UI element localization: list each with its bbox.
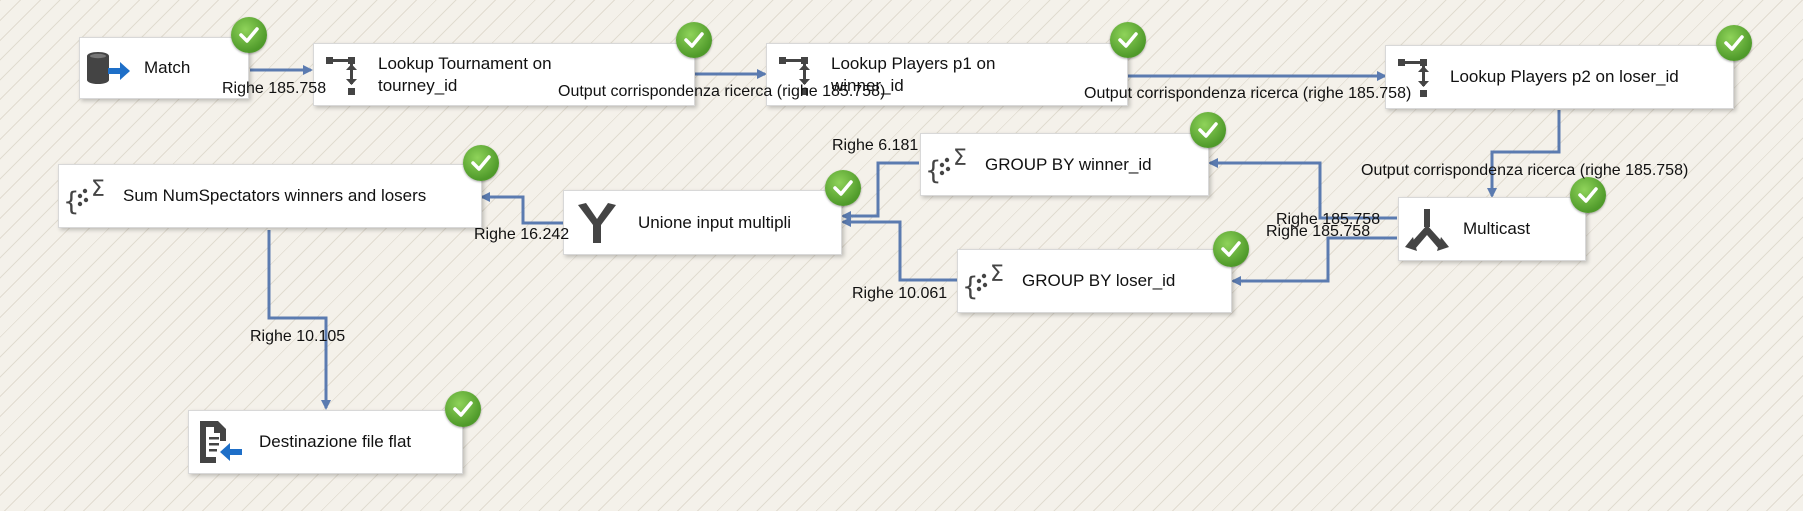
connector-union-to-sum [480, 192, 563, 225]
svg-text:Σ: Σ [91, 177, 105, 202]
success-check-icon [676, 22, 712, 58]
svg-text:Σ: Σ [990, 262, 1004, 287]
component-label: Lookup Tournament on tourney_id [378, 53, 552, 95]
component-sum-spectators[interactable]: { Σ Sum NumSpectators winners and losers [58, 164, 482, 228]
flat-file-destination-icon [189, 411, 251, 473]
lookup-icon [767, 44, 823, 105]
svg-text:{: { [925, 156, 942, 186]
success-check-icon [1570, 177, 1606, 213]
component-label: Match [144, 58, 191, 77]
component-lookup-p2[interactable]: Lookup Players p2 on loser_id [1385, 45, 1734, 109]
connector-label: Output corrispondenza ricerca (righe 185… [558, 83, 886, 100]
component-label: Unione input multipli [638, 212, 792, 232]
component-label: Destinazione file flat [259, 432, 412, 451]
lookup-icon [1386, 46, 1442, 108]
connector-label: Righe 16.242 [474, 226, 570, 243]
aggregate-icon: { Σ [921, 134, 977, 195]
component-flat-file-destination[interactable]: Destinazione file flat [188, 410, 463, 474]
success-check-icon [1190, 112, 1226, 148]
connector-label: Righe 185.758 [1276, 211, 1381, 228]
success-check-icon [231, 17, 267, 53]
connector-label: Righe 185.758 [1266, 223, 1371, 240]
connector-label: Output corrispondenza ricerca (righe 185… [1361, 162, 1689, 179]
component-lookup-tournament[interactable]: Lookup Tournament on tourney_id [313, 43, 695, 106]
connector-group-loser-to-union [841, 217, 957, 282]
component-group-by-winner[interactable]: { Σ GROUP BY winner_id [920, 133, 1209, 196]
connector-label: Righe 10.061 [852, 285, 948, 302]
component-lookup-p1[interactable]: Lookup Players p1 on winner_id [766, 43, 1128, 106]
component-label: Lookup Players p2 on loser_id [1450, 67, 1679, 86]
connector-label: Righe 6.181 [832, 137, 919, 154]
connector-multicast-to-group-loser [1231, 236, 1397, 286]
union-all-icon [564, 191, 630, 254]
component-match[interactable]: Match [79, 37, 249, 99]
connector-label: Righe 10.105 [250, 328, 346, 345]
success-check-icon [445, 391, 481, 427]
component-label: Lookup Players p1 on winner_id [831, 53, 996, 95]
database-source-icon [80, 38, 136, 98]
success-check-icon [1213, 231, 1249, 267]
component-label: GROUP BY winner_id [985, 154, 1152, 174]
success-check-icon [1110, 22, 1146, 58]
component-multicast[interactable]: Multicast [1398, 197, 1586, 261]
connector-label: Output corrispondenza ricerca (righe 185… [1084, 85, 1412, 102]
connector-label: Righe 185.758 [222, 80, 327, 97]
success-check-icon [825, 170, 861, 206]
success-check-icon [1716, 25, 1752, 61]
svg-text:{: { [63, 187, 80, 217]
aggregate-icon: { Σ [59, 165, 115, 227]
component-label: Sum NumSpectators winners and losers [123, 186, 427, 205]
aggregate-icon: { Σ [958, 250, 1014, 312]
connector-group-winner-to-union [841, 161, 919, 221]
connector-p2-to-multicast [1487, 110, 1561, 198]
component-label: Multicast [1463, 219, 1531, 238]
multicast-icon [1399, 198, 1455, 260]
connector-sum-to-flat [267, 230, 331, 410]
component-group-by-loser[interactable]: { Σ GROUP BY loser_id [957, 249, 1232, 313]
component-label: GROUP BY loser_id [1022, 271, 1176, 290]
connector-multicast-to-group-winner [1208, 158, 1397, 220]
component-union-all[interactable]: Unione input multipli [563, 190, 842, 255]
svg-text:{: { [962, 272, 979, 302]
lookup-icon [314, 44, 370, 105]
success-check-icon [463, 145, 499, 181]
svg-text:Σ: Σ [953, 146, 967, 171]
